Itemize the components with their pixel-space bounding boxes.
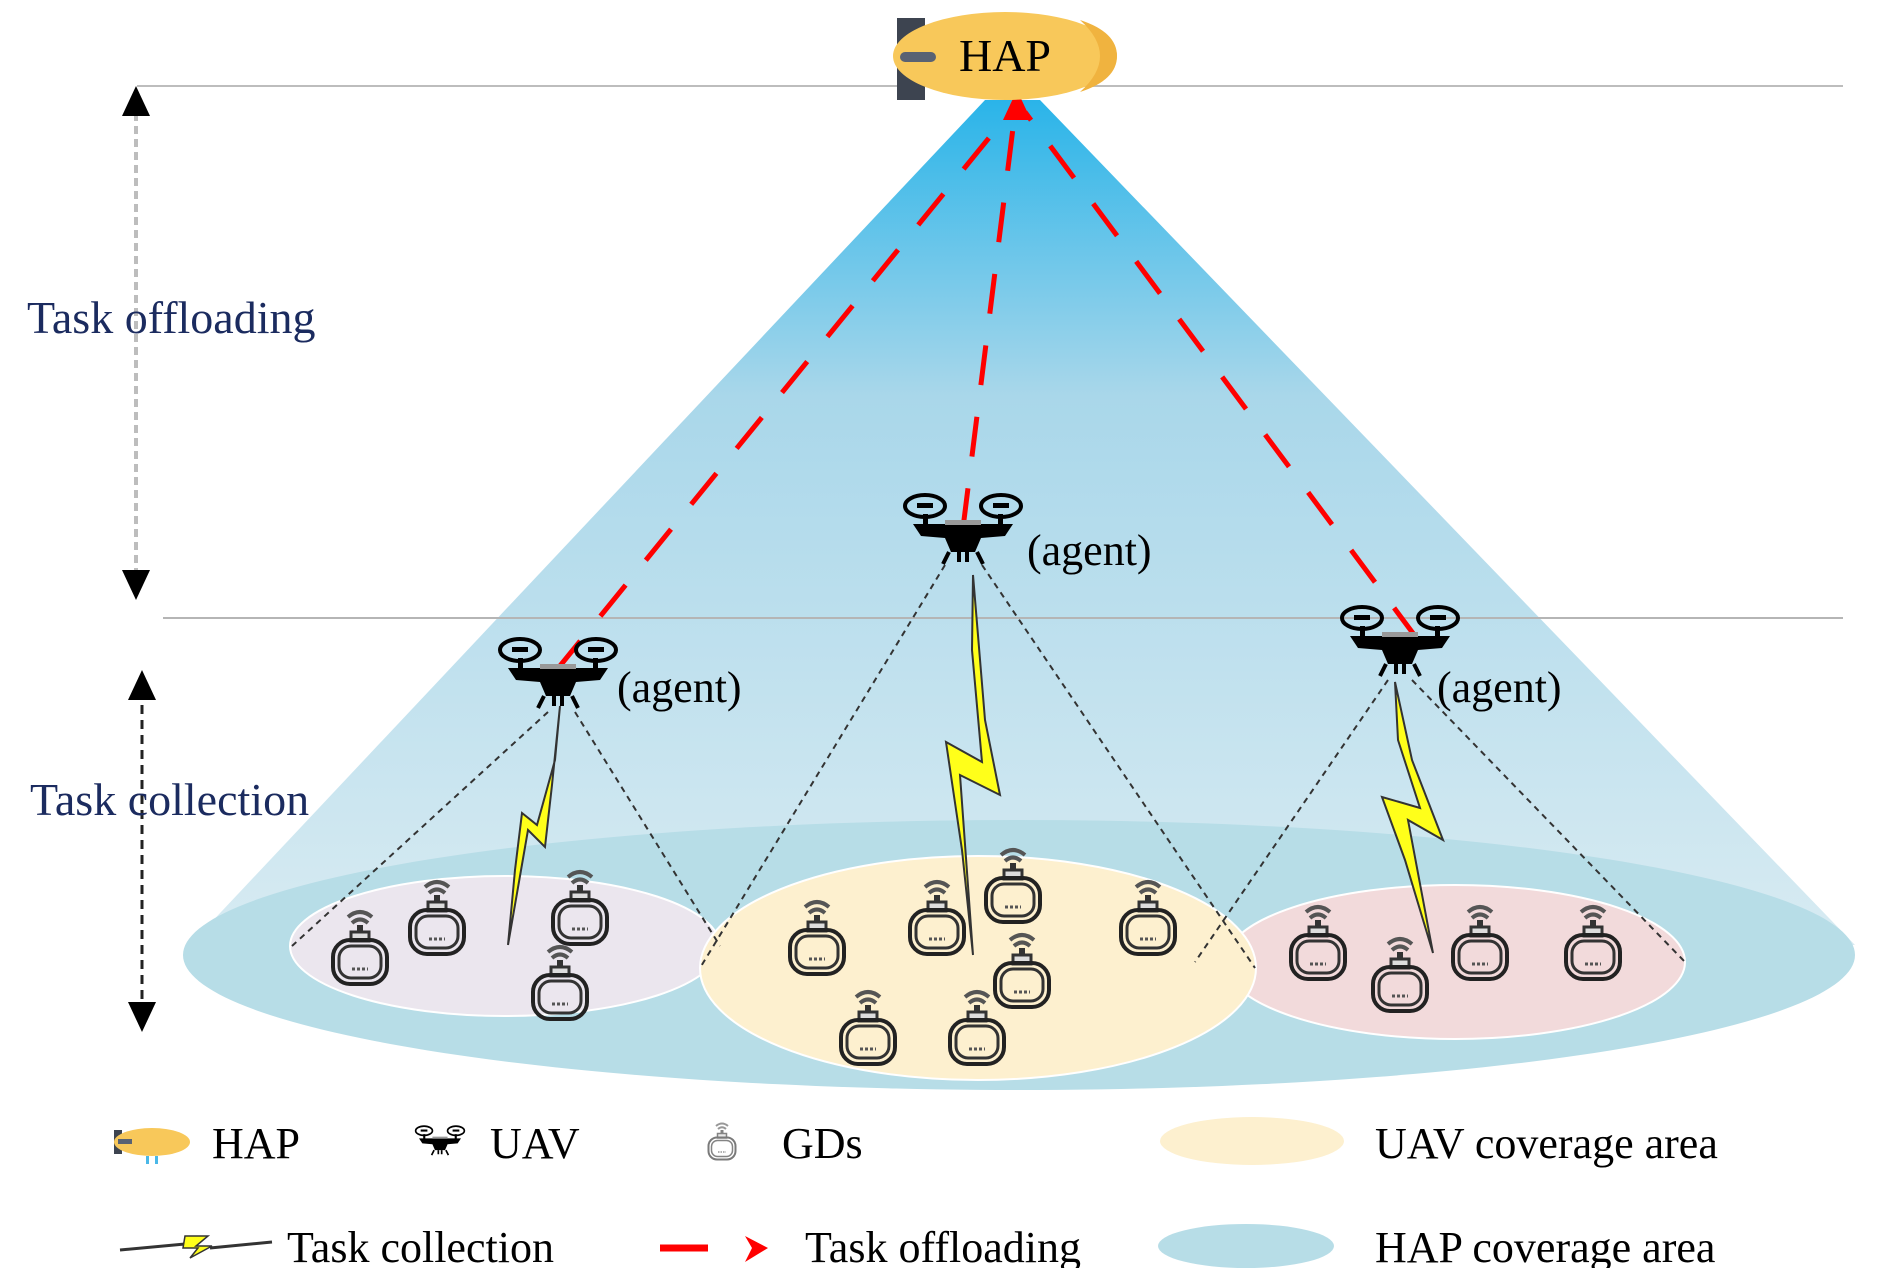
legend-label: Task collection	[287, 1223, 554, 1268]
task-collection-links	[507, 574, 1445, 956]
agent-label: (agent)	[617, 663, 742, 712]
arrowhead-down-icon	[122, 570, 150, 600]
offload-arrowhead	[1003, 90, 1031, 120]
legend-item-task-collection: Task collection	[119, 1223, 554, 1268]
lightning-bolt-left	[507, 705, 561, 946]
arrowhead-up-icon	[128, 670, 156, 700]
blue-ellipse-swatch	[1158, 1224, 1334, 1268]
agent-label: (agent)	[1027, 526, 1152, 575]
arrowhead-up-icon	[122, 86, 150, 116]
legend-label: UAV	[490, 1119, 580, 1168]
legend-item-hap: HAP	[114, 1119, 300, 1168]
task-collection-side-label: Task collection	[30, 774, 309, 825]
legend-label: GDs	[782, 1119, 863, 1168]
task-offloading-side-label: Task offloading	[27, 292, 316, 343]
lightning-bolt-center	[944, 574, 1002, 956]
ground-device-icon	[707, 1122, 737, 1161]
red-dashed-arrow-icon	[660, 1236, 768, 1262]
legend: HAP UAV GDs UAV coverage area	[114, 1117, 1718, 1268]
uav-center: (agent)	[903, 493, 1152, 575]
legend-item-gds: GDs	[707, 1119, 863, 1168]
arrowhead-down-icon	[128, 1002, 156, 1032]
lightning-bolt-right	[1380, 681, 1445, 954]
legend-item-uav: UAV	[414, 1119, 580, 1168]
legend-item-uav-coverage: UAV coverage area	[1160, 1117, 1718, 1168]
legend-item-hap-coverage: HAP coverage area	[1158, 1223, 1715, 1268]
hap-coverage-cone	[190, 100, 1855, 945]
uav-right: (agent)	[1340, 605, 1562, 712]
uav-coverage-lines	[291, 564, 1686, 969]
cluster-center-area	[699, 855, 1257, 1081]
legend-label: HAP coverage area	[1375, 1223, 1715, 1268]
task-offloading-links	[553, 110, 1421, 674]
legend-item-task-offloading: Task offloading	[660, 1223, 1081, 1268]
legend-label: HAP	[212, 1119, 300, 1168]
yellow-ellipse-swatch	[1160, 1117, 1344, 1165]
hap-blimp: HAP	[893, 12, 1117, 100]
legend-label: Task offloading	[805, 1223, 1081, 1268]
legend-label: UAV coverage area	[1375, 1119, 1718, 1168]
hap-label: HAP	[959, 30, 1051, 81]
drone-icon	[414, 1125, 466, 1156]
uav-left: (agent)	[498, 637, 742, 712]
hap-blimp-icon	[114, 1128, 190, 1164]
lightning-link-icon	[119, 1235, 273, 1259]
agent-label: (agent)	[1437, 663, 1562, 712]
